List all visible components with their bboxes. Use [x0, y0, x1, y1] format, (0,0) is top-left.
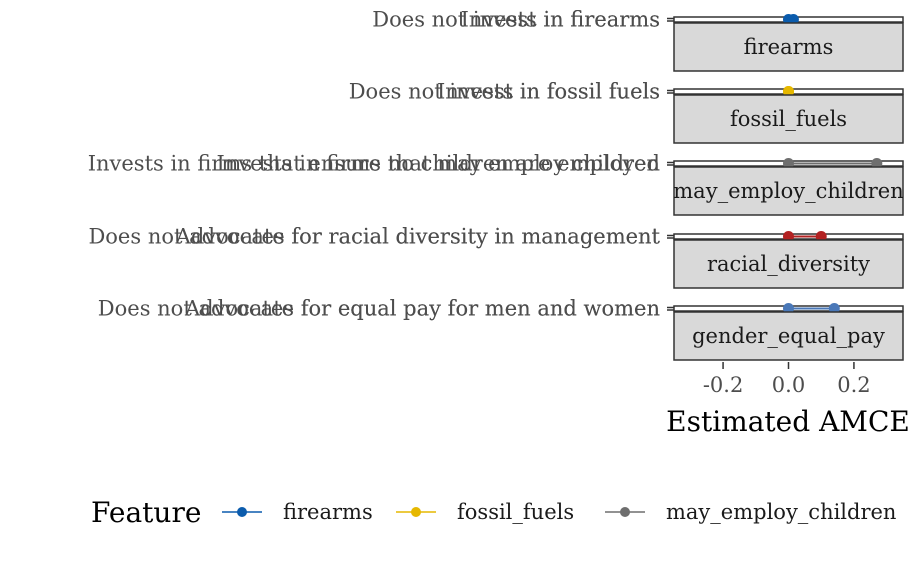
facet-strip: [673, 311, 904, 361]
y-tick-label: Invests in fossil fuels: [437, 80, 660, 104]
legend-key-point: [620, 507, 630, 517]
y-tick-label: Does not advocate for equal pay for men …: [98, 297, 660, 321]
facet-strip-label: firearms: [744, 35, 834, 59]
y-tick-label: Advocates for racial diversity in manage…: [175, 225, 661, 249]
facet-strip: [673, 94, 904, 144]
facet-strip: [673, 166, 904, 216]
legend-key-point: [237, 507, 247, 517]
y-tick-label: Invests in firearms: [461, 8, 660, 32]
legend-item: firearms: [222, 500, 373, 524]
facet-strip: [673, 239, 904, 289]
legend-item: fossil_fuels: [396, 500, 574, 524]
legend: Feature firearms fossil_fuels may_employ_ch…: [91, 496, 896, 529]
x-axis: -0.2 0.0 0.2: [703, 362, 871, 397]
facet-panel: Does not advocate for equal pay for men …: [98, 297, 904, 361]
x-tick-label: 0.2: [837, 373, 870, 397]
facet-strip-label: racial_diversity: [707, 252, 870, 276]
facet-panel: Does not advocate for racial diversity i…: [88, 225, 904, 289]
legend-title: Feature: [91, 496, 201, 529]
facet-strip: [673, 22, 904, 72]
legend-item: may_employ_children: [605, 500, 896, 524]
x-tick-label: 0.0: [772, 373, 805, 397]
y-tick-label: Advocates for equal pay for men and wome…: [184, 297, 660, 321]
facet-strip-label: fossil_fuels: [730, 107, 847, 131]
facet-panel: Invests in firms that ensure no children…: [88, 152, 904, 216]
legend-label: firearms: [283, 500, 373, 524]
y-tick-label: Does not invest in firearms: [372, 8, 660, 32]
facet-strip-label: gender_equal_pay: [692, 324, 885, 348]
y-tick-label: Invests in firms that may employ childre…: [216, 152, 660, 176]
x-axis-title: Estimated AMCE: [666, 405, 910, 438]
facet-strip-label: may_employ_children: [673, 179, 903, 203]
y-tick-label: Does not advocate for racial diversity i…: [88, 225, 660, 249]
legend-label: fossil_fuels: [457, 500, 574, 524]
legend-key-point: [411, 507, 421, 517]
legend-label: may_employ_children: [666, 500, 896, 524]
y-tick-label: Does not invest in fossil fuels: [349, 80, 660, 104]
y-tick-label: Invests in firms that ensure no children…: [88, 152, 660, 176]
x-tick-label: -0.2: [703, 373, 744, 397]
